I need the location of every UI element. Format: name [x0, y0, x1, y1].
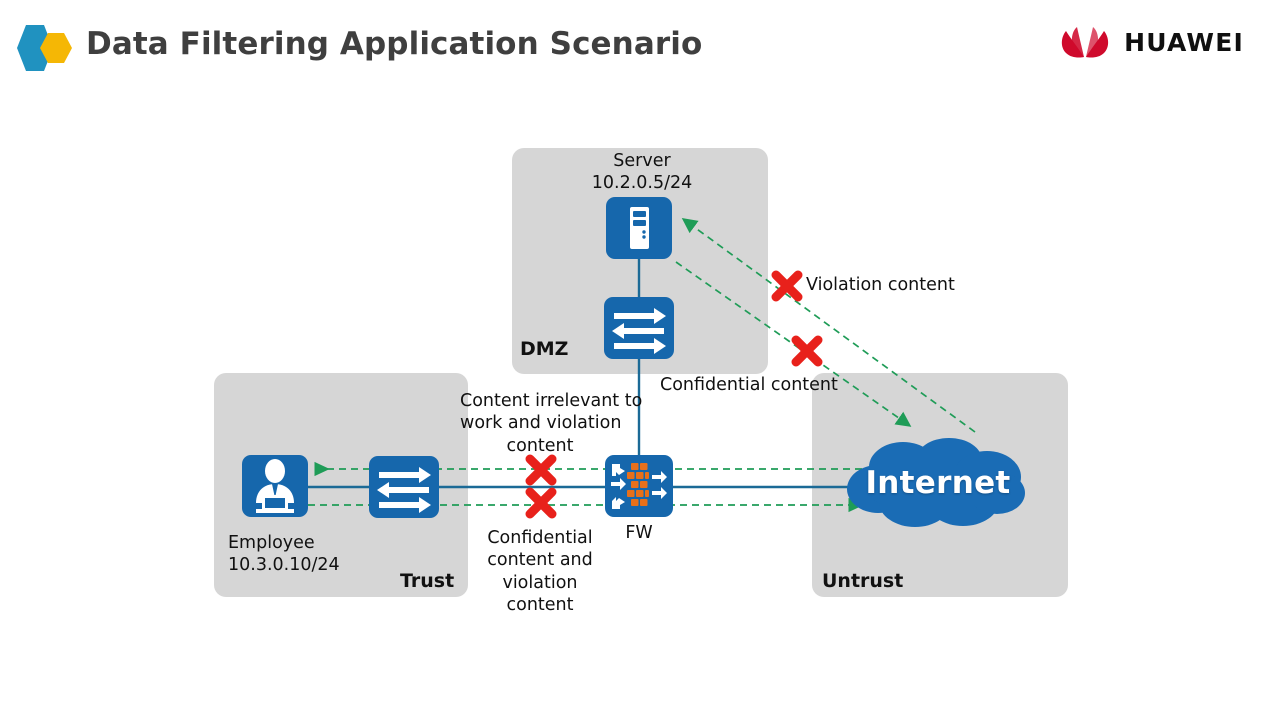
huawei-flower-icon — [1062, 27, 1109, 58]
employee-icon[interactable] — [242, 455, 308, 517]
annotation-confidential-content: Confidential content — [660, 375, 838, 395]
red-x-icon-inbound-top — [771, 270, 803, 302]
firewall-icon[interactable] — [605, 455, 673, 517]
page-title: Data Filtering Application Scenario — [86, 26, 703, 62]
annotation-blocked-outbound-top: Content irrelevant to work and violation… — [460, 391, 643, 456]
switch-icon-dmz[interactable] — [604, 297, 674, 359]
hexagon-pair-icon — [8, 22, 78, 74]
zone-trust-label: Trust — [400, 570, 455, 592]
internet-label: Internet — [865, 465, 1011, 501]
huawei-wordmark: HUAWEI — [1124, 27, 1244, 57]
switch-icon-trust[interactable] — [369, 456, 439, 518]
employee-caption: Employee 10.3.0.10/24 — [228, 533, 340, 576]
server-caption: Server 10.2.0.5/24 — [591, 151, 693, 194]
red-x-icon-outbound-top — [525, 454, 557, 486]
annotation-blocked-outbound-bottom: Confidential content and violation conte… — [487, 528, 593, 616]
firewall-caption: FW — [625, 523, 653, 543]
annotation-violation-content: Violation content — [806, 275, 955, 295]
server-icon[interactable] — [606, 197, 672, 259]
internet-cloud: Internet — [845, 437, 1031, 529]
red-x-icon-inbound-bottom — [791, 335, 823, 367]
huawei-logo: HUAWEI — [1055, 22, 1244, 62]
red-x-icon-outbound-bottom — [525, 487, 557, 519]
zone-untrust-label: Untrust — [822, 570, 904, 592]
cloud-icon — [847, 438, 1025, 527]
zone-dmz-label: DMZ — [520, 338, 569, 360]
